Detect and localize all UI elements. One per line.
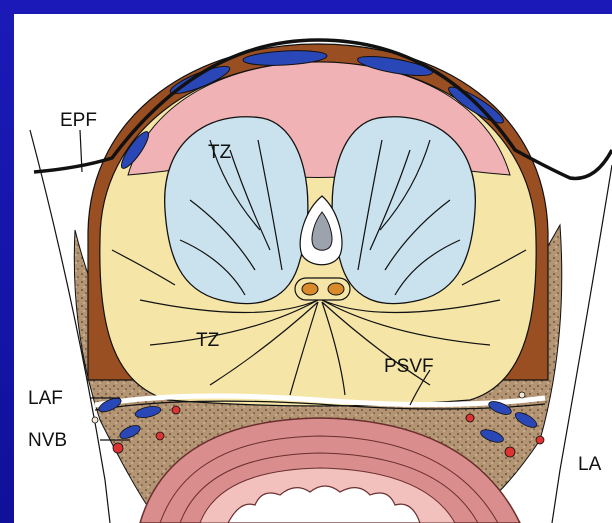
ejaculatory-duct-right	[328, 283, 344, 295]
label-la: LA	[578, 454, 602, 475]
label-nvb: NVB	[28, 430, 67, 451]
label-epf: EPF	[60, 110, 97, 131]
label-tz-upper: TZ	[208, 142, 232, 163]
ejaculatory-duct-left	[302, 283, 318, 295]
label-laf: LAF	[28, 388, 63, 409]
right-transition-zone	[332, 117, 475, 304]
label-tz-lower: TZ	[196, 330, 220, 351]
left-transition-zone	[165, 117, 308, 304]
label-psvf: PSVF	[384, 356, 434, 377]
